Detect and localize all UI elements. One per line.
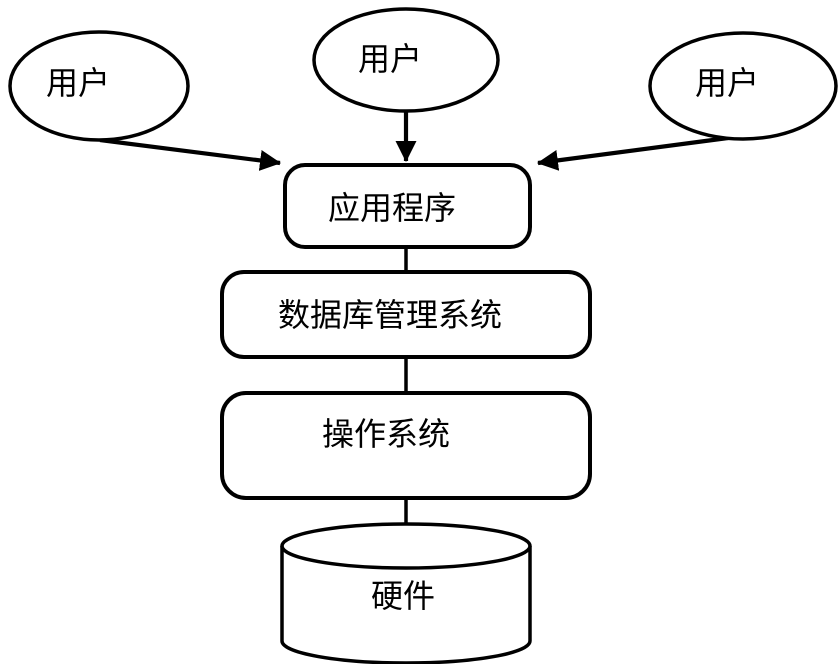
hardware-cylinder-body bbox=[280, 546, 532, 664]
arrow-user-left-to-application bbox=[99, 137, 282, 171]
os-box bbox=[220, 391, 592, 500]
hardware-cylinder-top bbox=[280, 522, 532, 570]
user-left-label: 用户 bbox=[46, 65, 110, 101]
user-right-ellipse bbox=[648, 31, 838, 141]
user-right-label: 用户 bbox=[695, 65, 759, 101]
application-label: 应用程序 bbox=[328, 190, 456, 226]
os-label: 操作系统 bbox=[322, 416, 450, 452]
dbms-label: 数据库管理系统 bbox=[278, 297, 502, 333]
user-center-label: 用户 bbox=[358, 41, 422, 77]
user-left-ellipse bbox=[8, 30, 190, 142]
dbms-box bbox=[220, 270, 592, 359]
user-center-ellipse bbox=[312, 7, 500, 113]
arrow-user-right-to-application bbox=[536, 135, 729, 171]
application-box bbox=[283, 163, 532, 249]
hardware-label: 硬件 bbox=[371, 578, 435, 614]
